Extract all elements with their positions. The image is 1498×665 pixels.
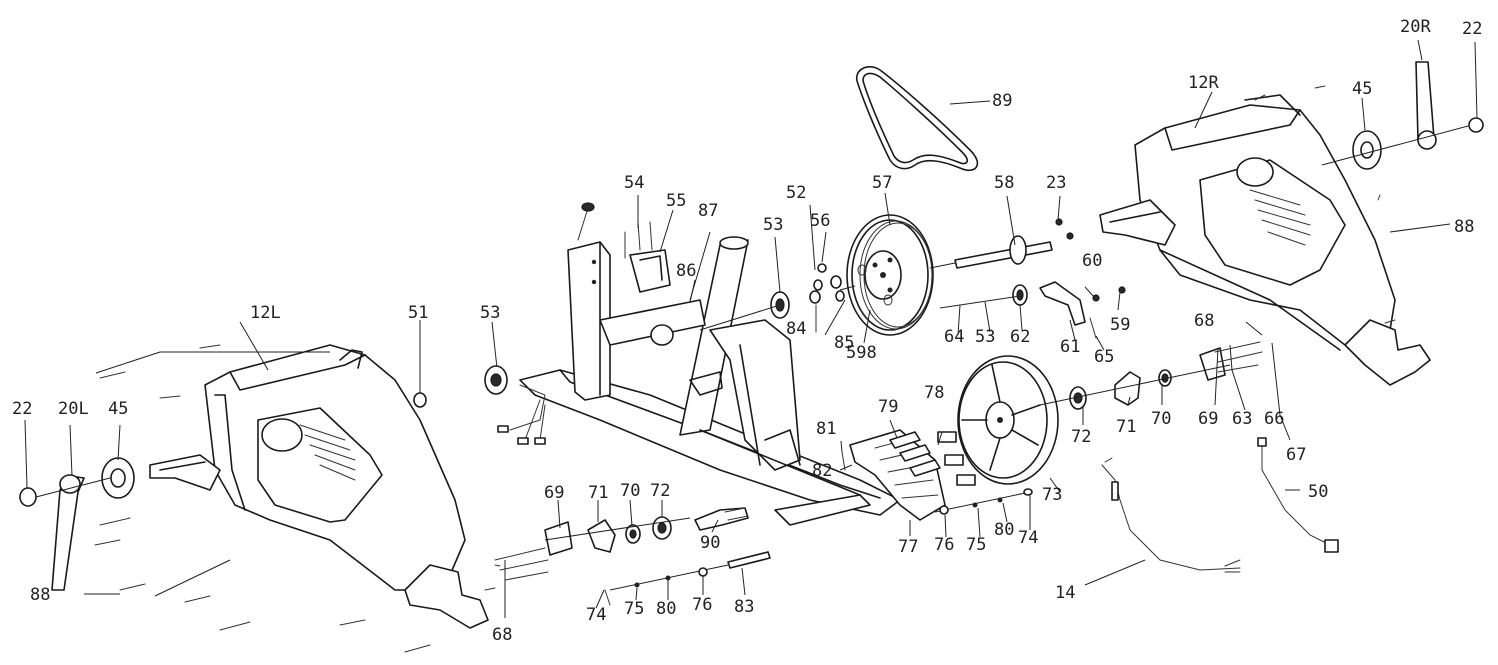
- magnet-assembly: [841, 429, 976, 521]
- screws: [94, 85, 1396, 653]
- callout-88-left: 88: [30, 585, 50, 605]
- callout-23: 23: [1046, 173, 1066, 193]
- callout-66: 66: [1264, 409, 1284, 429]
- callout-75-right: 75: [966, 535, 986, 555]
- callout-20L: 20L: [58, 399, 89, 419]
- callout-55: 55: [666, 191, 686, 211]
- callout-53-left: 53: [480, 303, 500, 323]
- callout-68-bottom: 68: [492, 625, 512, 645]
- callout-22-left: 22: [12, 399, 32, 419]
- callout-22-right: 22: [1462, 19, 1482, 39]
- right-cover-12R: [1099, 94, 1431, 386]
- axle-58: [929, 235, 1053, 269]
- callout-65: 65: [1094, 347, 1114, 367]
- cables: [1101, 437, 1339, 573]
- callout-84: 84: [786, 319, 806, 339]
- sensor-bracket: [577, 202, 671, 293]
- callout-70-left: 70: [620, 481, 640, 501]
- callout-54: 54: [624, 173, 644, 193]
- callout-76-left: 76: [692, 595, 712, 615]
- callout-labels: 12L 12R 14 20L 20R 22 22 23 45 45 50 51 …: [12, 17, 1482, 645]
- callout-52: 52: [786, 183, 806, 203]
- callout-45-right: 45: [1352, 79, 1372, 99]
- left-cover-12L: [149, 344, 489, 629]
- callout-72-left: 72: [650, 481, 670, 501]
- callout-50: 50: [1308, 482, 1328, 502]
- flywheel-73: [957, 355, 1059, 485]
- callout-53-right: 53: [975, 327, 995, 347]
- right-crank-assembly: [1321, 61, 1484, 170]
- callout-90: 90: [700, 533, 720, 553]
- callout-79: 79: [878, 397, 898, 417]
- right-bracket-hardware: [1039, 341, 1263, 410]
- callout-61: 61: [1060, 337, 1080, 357]
- callout-63: 63: [1232, 409, 1252, 429]
- callout-69-left: 69: [544, 483, 564, 503]
- callout-51: 51: [408, 303, 428, 323]
- callout-88-right: 88: [1454, 217, 1474, 237]
- callout-60: 60: [1082, 251, 1102, 271]
- pulley-hardware: [699, 218, 1074, 333]
- callout-83: 83: [734, 597, 754, 617]
- leader-lines: [24, 39, 1478, 618]
- main-frame: [497, 236, 901, 526]
- callout-86: 86: [676, 261, 696, 281]
- callout-71-right: 71: [1116, 417, 1136, 437]
- callout-80-right: 80: [994, 520, 1014, 540]
- callout-80-left: 80: [656, 599, 676, 619]
- callout-56: 56: [810, 211, 830, 231]
- callout-12R: 12R: [1188, 73, 1219, 93]
- callout-598: 598: [846, 343, 877, 363]
- callout-87: 87: [698, 201, 718, 221]
- callout-75-left: 75: [624, 599, 644, 619]
- tension-bracket: [939, 281, 1126, 339]
- callout-53-mid: 53: [763, 215, 783, 235]
- callout-85: 85: [834, 333, 854, 353]
- callout-77: 77: [898, 537, 918, 557]
- callout-76-right: 76: [934, 535, 954, 555]
- callout-68-right: 68: [1194, 311, 1214, 331]
- callout-89: 89: [992, 91, 1012, 111]
- callout-14: 14: [1055, 583, 1075, 603]
- callout-58: 58: [994, 173, 1014, 193]
- left-tension-rod: [604, 551, 771, 606]
- callout-81: 81: [816, 419, 836, 439]
- right-tension-rod: [934, 488, 1033, 515]
- callout-64: 64: [944, 327, 964, 347]
- drive-belt-89: [855, 66, 979, 172]
- callout-74-left: 74: [586, 605, 606, 625]
- callout-20R: 20R: [1400, 17, 1431, 37]
- callout-70-right: 70: [1151, 409, 1171, 429]
- callout-71-left: 71: [588, 483, 608, 503]
- callout-62: 62: [1010, 327, 1030, 347]
- callout-67: 67: [1286, 445, 1306, 465]
- pulley-57: [846, 214, 934, 336]
- callout-69-right: 69: [1198, 409, 1218, 429]
- left-crank-assembly: [19, 457, 135, 591]
- callout-73: 73: [1042, 485, 1062, 505]
- callout-82: 82: [812, 461, 832, 481]
- left-bracket-hardware: [494, 507, 749, 581]
- callout-78: 78: [924, 383, 944, 403]
- callout-72-right: 72: [1071, 427, 1091, 447]
- callout-12L: 12L: [250, 303, 281, 323]
- callout-45-left: 45: [108, 399, 128, 419]
- callout-57: 57: [872, 173, 892, 193]
- callout-74-right: 74: [1018, 528, 1038, 548]
- callout-59: 59: [1110, 315, 1130, 335]
